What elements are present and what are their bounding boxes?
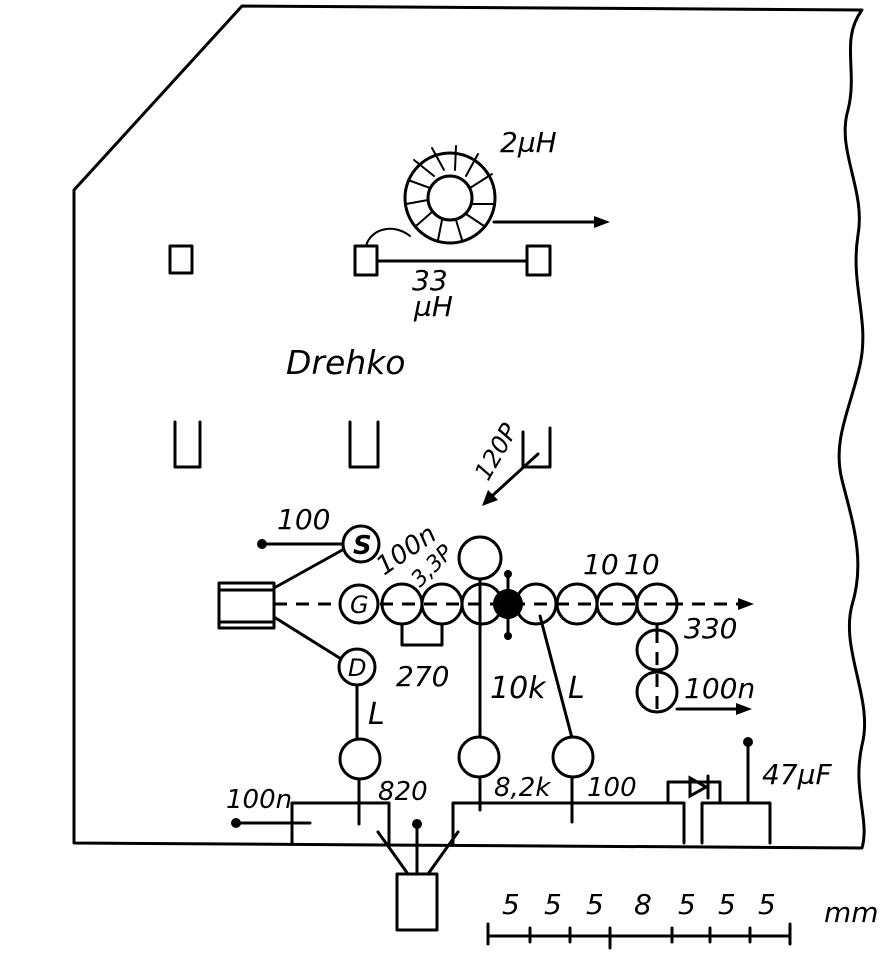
trace <box>538 614 574 740</box>
drehko-pin <box>173 420 202 469</box>
label-drehko: Drehko <box>286 343 406 382</box>
label-s: S <box>353 531 372 561</box>
label-820: 820 <box>378 777 428 807</box>
solder-point <box>257 539 267 549</box>
label-10k: 10k <box>490 671 547 706</box>
pad <box>635 670 679 714</box>
resistor-270 <box>400 622 444 647</box>
arrowhead <box>736 703 752 715</box>
trace <box>272 546 348 590</box>
output-connector <box>395 872 439 932</box>
scale-value: 5 <box>758 888 776 921</box>
label-100n-bottom: 100n <box>226 785 292 815</box>
drehko-pin <box>521 426 552 469</box>
label-g: G <box>350 591 369 619</box>
label-270: 270 <box>396 660 449 693</box>
label-uh: µH <box>413 290 453 323</box>
cap-120p-lead <box>490 452 540 498</box>
label-l-right: L <box>568 671 585 706</box>
label-d: D <box>348 654 366 682</box>
arrowhead <box>594 216 610 228</box>
drehko-pin <box>348 420 380 469</box>
trace <box>272 615 348 664</box>
cap-47uf-pad <box>700 801 772 845</box>
connector-leads <box>376 824 460 876</box>
arrowhead <box>482 490 498 506</box>
solder-point <box>504 570 512 578</box>
label-2uh: 2µH <box>500 126 557 159</box>
fet-gate <box>338 583 380 625</box>
scale-value: 5 <box>544 888 562 921</box>
scale-value: 8 <box>634 888 652 921</box>
solder-point <box>412 819 422 829</box>
mounting-hole <box>353 244 379 277</box>
mounting-hole <box>168 244 194 275</box>
solder-point <box>504 632 512 640</box>
arrowhead <box>738 598 754 610</box>
bottom-trace-mid <box>451 801 686 845</box>
mounting-hole <box>525 244 552 277</box>
solder-point <box>231 818 241 828</box>
fet-source <box>341 524 381 564</box>
pad <box>338 737 382 781</box>
scale-value: 5 <box>502 888 520 921</box>
scale-bar <box>486 922 792 950</box>
coil-lead <box>365 227 411 247</box>
label-47uf: 47µF <box>762 758 832 791</box>
pad <box>457 535 503 581</box>
scale-value: 5 <box>718 888 736 921</box>
label-8-2k: 8,2k <box>494 773 551 803</box>
toroid-coil <box>403 145 497 245</box>
scale-unit: mm <box>824 896 879 929</box>
board-outline <box>72 4 867 850</box>
diode <box>666 774 722 805</box>
pad <box>457 735 501 779</box>
label-10-a: 10 <box>583 548 619 581</box>
scale-value: 5 <box>678 888 696 921</box>
label-100-bottom: 100 <box>587 773 637 803</box>
label-33: 33 <box>412 264 448 297</box>
label-330: 330 <box>684 612 737 645</box>
label-100n-right: 100n <box>684 672 755 705</box>
label-l-left: L <box>368 697 385 732</box>
label-10-b: 10 <box>624 548 660 581</box>
solder-point <box>743 737 753 747</box>
label-100-left: 100 <box>277 503 330 536</box>
scale-value: 5 <box>586 888 604 921</box>
pad <box>551 735 595 779</box>
